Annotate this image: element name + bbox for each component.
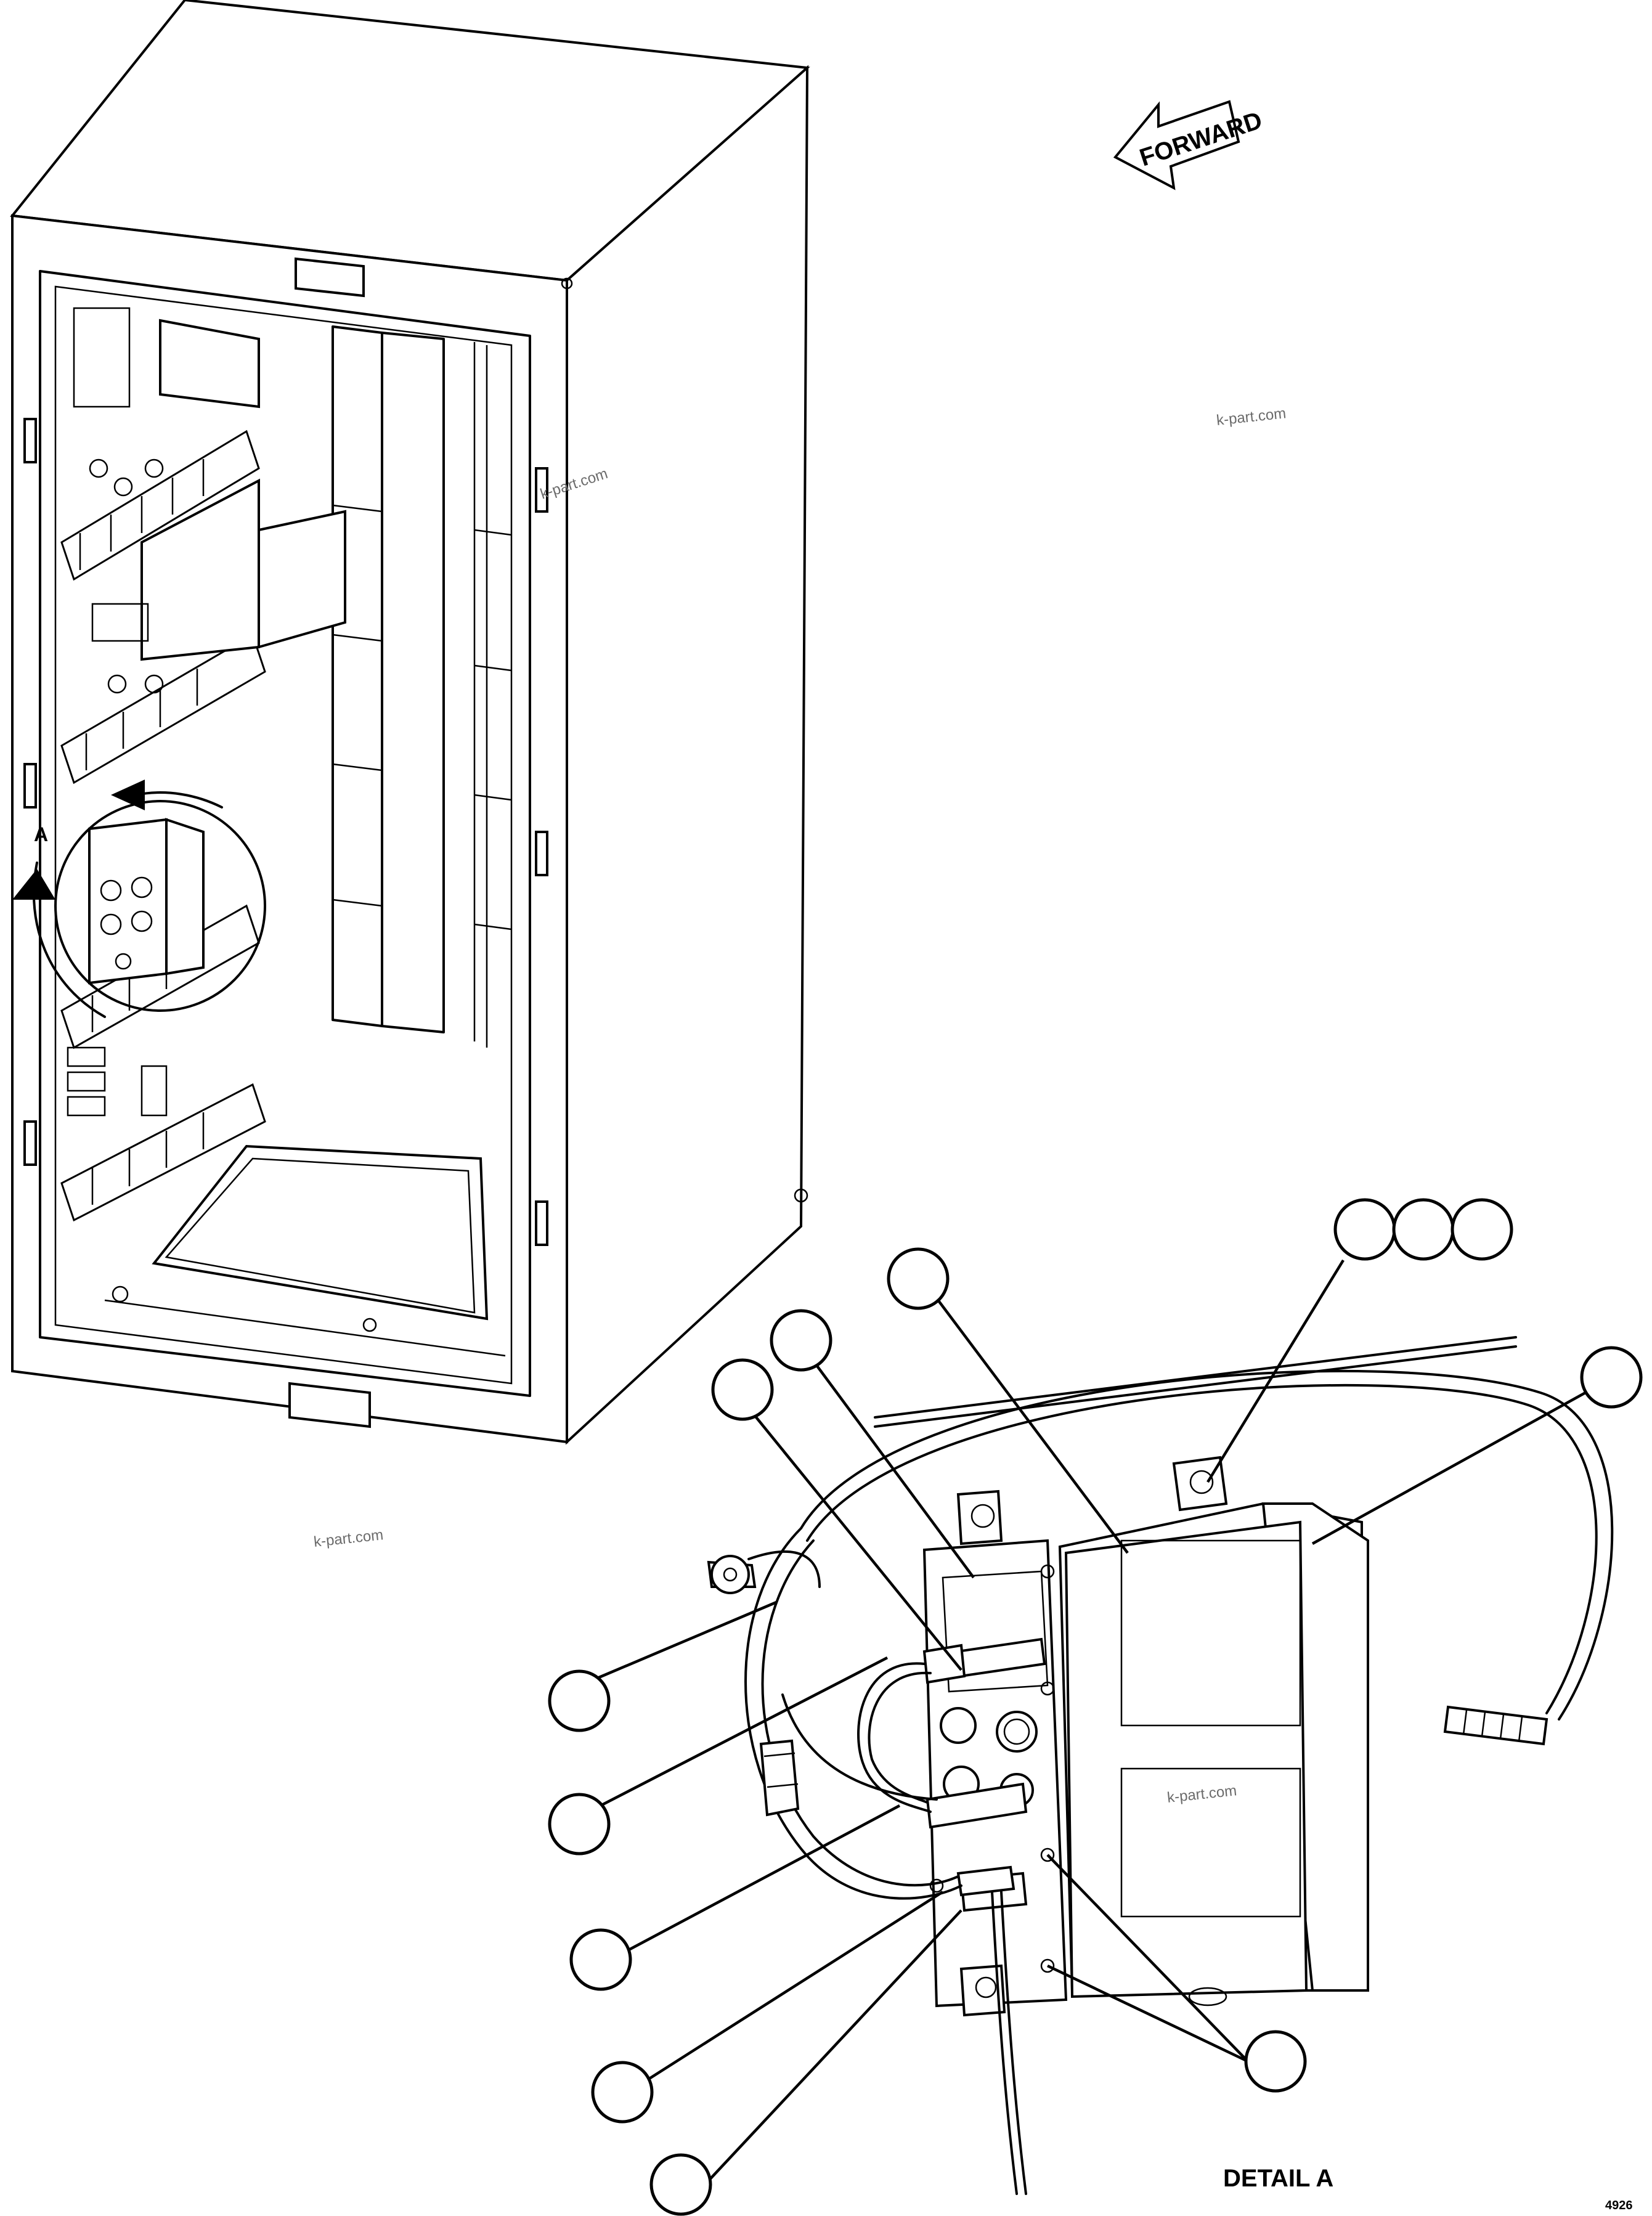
watermark: k-part.com bbox=[313, 1526, 385, 1550]
callout-bubble bbox=[770, 1309, 832, 1372]
callout-bubble bbox=[548, 1793, 611, 1855]
detail-pointer-label: A bbox=[34, 823, 48, 845]
callout-bubble bbox=[649, 2153, 712, 2216]
callout-bubble bbox=[1580, 1346, 1643, 1409]
callout-bubbles bbox=[548, 1198, 1643, 2216]
callout-bubble bbox=[887, 1247, 950, 1310]
callout-bubble bbox=[1244, 2030, 1307, 2093]
detail-a-assembly bbox=[707, 1336, 1614, 2195]
detail-a-title: DETAIL A bbox=[1223, 2165, 1333, 2192]
sheet-code: 4926 bbox=[1605, 2199, 1633, 2212]
callout-bubble bbox=[569, 1928, 632, 1991]
callout-bubble bbox=[1333, 1198, 1396, 1261]
callout-bubble bbox=[591, 2061, 654, 2124]
callout-leaders bbox=[593, 1259, 1603, 2195]
watermark: k-part.com bbox=[1216, 405, 1287, 429]
callout-bubble bbox=[711, 1358, 774, 1421]
callout-bubble bbox=[1392, 1198, 1455, 1261]
forward-arrow-icon: FORWARD bbox=[1113, 100, 1266, 190]
callout-bubble bbox=[1451, 1198, 1513, 1261]
callout-bubble bbox=[548, 1669, 611, 1732]
electrical-cabinet: A bbox=[10, 0, 810, 1445]
